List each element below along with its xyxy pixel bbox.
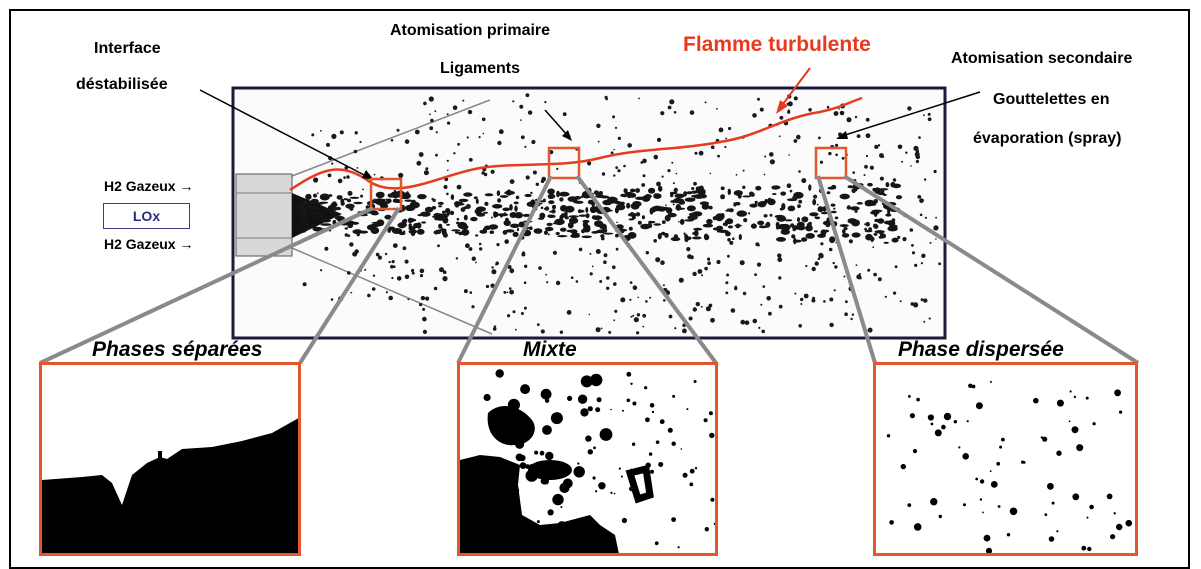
zoom-marker-interface <box>369 177 403 211</box>
zoom-connectors <box>39 174 1140 365</box>
label-ligaments: Ligaments <box>440 60 521 77</box>
zoom-box-mixed <box>457 362 718 556</box>
flame-arrow <box>779 67 811 109</box>
label-gouttelettes-1: Gouttelettes en <box>993 91 1110 108</box>
label-flamme-turbulente: Flamme turbulente <box>683 33 871 56</box>
interface-arrow <box>199 89 371 179</box>
zoom-title-dispersed: Phase dispersée <box>898 338 1064 361</box>
label-lox: LOx <box>103 203 190 229</box>
label-interface-1: Interface <box>94 40 161 57</box>
label-h2-bottom: H2 Gazeux → <box>104 236 194 252</box>
secondary-arrow <box>841 91 981 137</box>
zoom-box-separated <box>39 362 301 556</box>
label-interface-2: déstabilisée <box>76 76 168 93</box>
injector-block <box>235 173 293 257</box>
label-atomisation-primaire: Atomisation primaire <box>390 22 551 39</box>
zoom-title-mixed: Mixte <box>523 338 577 361</box>
label-atomisation-secondaire: Atomisation secondaire <box>951 50 1133 67</box>
label-gouttelettes-2: évaporation (spray) <box>973 130 1122 147</box>
zoom-box-dispersed <box>873 362 1138 556</box>
zoom-title-separated: Phases séparées <box>92 338 263 361</box>
label-h2-top: H2 Gazeux → <box>104 178 194 194</box>
zoom-marker-ligaments <box>547 146 581 180</box>
zoom-marker-spray <box>814 146 848 180</box>
ligaments-arrow <box>544 109 569 137</box>
